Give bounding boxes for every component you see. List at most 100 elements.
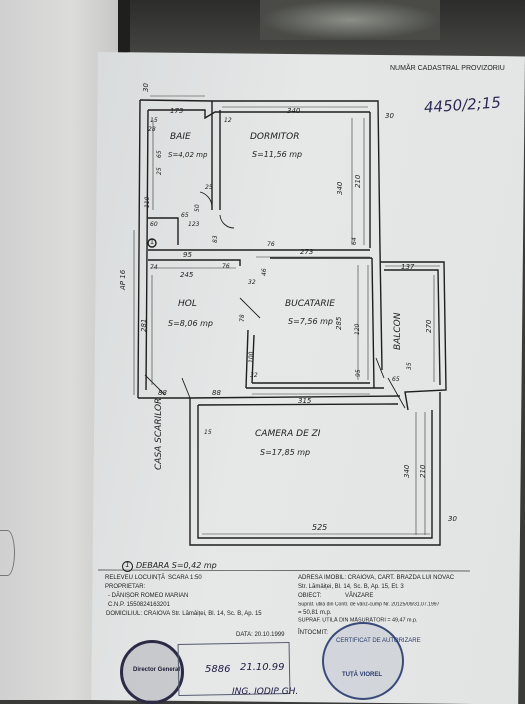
room-area-camera: S=17,85 mp bbox=[260, 448, 311, 457]
measured-area: SUPRAF. UTILĂ DIN MĂSURĂTORI = 49,47 m.p… bbox=[298, 618, 418, 624]
outer-wall bbox=[139, 99, 383, 371]
dim-label: 65 bbox=[156, 150, 163, 158]
dim-label: AP 16 bbox=[119, 269, 127, 290]
dim-label: 245 bbox=[180, 271, 194, 279]
inner-wall bbox=[148, 109, 370, 120]
dim-label: 315 bbox=[298, 397, 312, 405]
stamp-number: 5886 bbox=[205, 664, 231, 675]
hol-top-wall bbox=[148, 259, 241, 266]
debara-legend: DEBARA S=0,42 mp bbox=[136, 561, 217, 570]
dim-label: 30 bbox=[385, 112, 394, 120]
dim-label: 210 bbox=[354, 174, 362, 188]
room-area-bucatarie: S=7,56 mp bbox=[288, 317, 334, 326]
dim-label: 340 bbox=[403, 464, 411, 478]
dim-label: 46 bbox=[261, 268, 268, 276]
left-wall bbox=[137, 99, 141, 399]
debara-legend-marker: 1 bbox=[122, 561, 133, 572]
dim-label: 15 bbox=[150, 117, 158, 124]
door-arc-balcony bbox=[387, 377, 406, 409]
dim-label: 25 bbox=[205, 184, 213, 191]
dim-label: 78 bbox=[239, 314, 246, 322]
dim-label: 83 bbox=[212, 235, 219, 243]
owner-cnp: C.N.P. 1550824163201 bbox=[108, 602, 170, 608]
dim-label: 88 bbox=[212, 389, 221, 397]
room-name-baie: BAIE bbox=[170, 132, 191, 142]
debara-outline bbox=[148, 217, 179, 245]
property-street: Str. Lămâiței, Bl. 14, Sc. B, Ap. 15, Et… bbox=[298, 584, 404, 590]
dim-label: 25 bbox=[156, 167, 163, 175]
dim-label: 210 bbox=[419, 464, 427, 478]
door-arc-living bbox=[181, 377, 191, 399]
room-area-baie: S=4,02 mp bbox=[168, 151, 208, 159]
contract-area-value: = 50,81 m.p. bbox=[298, 610, 332, 616]
dim-label: 35 bbox=[406, 362, 413, 370]
owner-address: DOMICILIUL: CRAIOVA Str. Lămâiței, Bl. 1… bbox=[106, 611, 262, 617]
door-arc-kitchen bbox=[375, 357, 385, 379]
door-arc-bath bbox=[199, 191, 213, 207]
object-label: OBIECT: bbox=[298, 593, 322, 599]
dim-label: 285 bbox=[335, 316, 343, 330]
dim-label: 95 bbox=[355, 369, 362, 377]
dim-label: 88 bbox=[158, 389, 167, 397]
dim-label: 30 bbox=[142, 83, 150, 92]
official-seal-right: CERTIFICAT DE AUTORIZARE TUȚĂ VIOREL bbox=[322, 622, 421, 700]
room-area-hol: S=8,06 mp bbox=[168, 319, 214, 328]
door-arc-entrance bbox=[144, 374, 166, 396]
dim-label: 137 bbox=[401, 263, 415, 271]
property-address: ADRESA IMOBIL: CRAIOVA, CART. BRAZDA LUI… bbox=[298, 575, 455, 581]
dim-label: 60 bbox=[150, 221, 158, 228]
seal-left-text: Director General bbox=[133, 667, 181, 673]
intocmit-label: ÎNTOCMIT: bbox=[298, 630, 328, 636]
room-name-balcon: BALCON bbox=[393, 312, 403, 350]
dim-label: 65 bbox=[392, 376, 400, 383]
dim-label: 15 bbox=[204, 429, 212, 436]
dim-label: 65 bbox=[181, 212, 189, 219]
dim-label: 64 bbox=[351, 237, 358, 245]
kitchen-left-wall bbox=[245, 329, 249, 389]
dim-label: 32 bbox=[248, 279, 256, 286]
dim-label: 50 bbox=[194, 204, 201, 212]
dim-label: 281 bbox=[140, 318, 148, 332]
dim-label: 525 bbox=[312, 523, 328, 532]
official-seal-left: Director General bbox=[120, 640, 184, 704]
dim-label: 123 bbox=[188, 221, 200, 228]
signature: ING. IODIP GH. bbox=[232, 687, 299, 697]
dim-label: 173 bbox=[170, 107, 184, 115]
living-top-wall bbox=[189, 395, 401, 399]
debara-marker-circle bbox=[147, 238, 157, 248]
balcony-inner bbox=[384, 269, 441, 386]
footer-separator bbox=[97, 569, 471, 572]
footer-title: RELEVEU LOCUINȚĂ bbox=[105, 575, 166, 581]
room-name-bucatarie: BUCATARIE bbox=[285, 299, 335, 309]
footer-scale: SCARA 1:50 bbox=[168, 575, 202, 581]
owner-label: PROPRIETAR: bbox=[105, 584, 146, 590]
contract-area: Supraf. utilă din Contr. de vânz-cump Nr… bbox=[298, 602, 440, 608]
room-name-camera: CAMERA DE ZI bbox=[255, 429, 321, 439]
object-value: VÂNZARE bbox=[345, 593, 374, 599]
drawing-date: DATA: 20.10.1999 bbox=[236, 632, 285, 638]
dim-label: 340 bbox=[336, 181, 344, 195]
owner-name: - DĂNIȘOR ROMEO MARIAN bbox=[108, 593, 189, 599]
kitchen-right-wall bbox=[371, 257, 375, 389]
dim-label: 110 bbox=[144, 196, 151, 208]
living-room-outline bbox=[189, 392, 441, 546]
room-name-dormitor: DORMITOR bbox=[250, 132, 300, 142]
dim-label: 273 bbox=[300, 248, 314, 256]
room-name-casa-scarilor: CASA SCARILOR bbox=[154, 397, 164, 470]
dim-label: 28 bbox=[148, 126, 156, 133]
stamp-date: 21.10.99 bbox=[240, 662, 285, 673]
debara-marker: 1 bbox=[150, 239, 154, 246]
background-light bbox=[260, 0, 440, 40]
dim-label: 74 bbox=[150, 264, 158, 271]
seal-right-text: TUȚĂ VIOREL bbox=[342, 672, 382, 678]
living-top-inner bbox=[197, 403, 399, 406]
background-seal-edge bbox=[0, 530, 15, 576]
room-area-dormitor: S=11,56 mp bbox=[252, 150, 303, 159]
living-room-inner bbox=[197, 405, 433, 539]
room-name-hol: HOL bbox=[178, 299, 197, 309]
door-arc-hol bbox=[239, 297, 261, 319]
balcony-outline bbox=[380, 261, 447, 411]
cadastral-title: NUMĂR CADASTRAL PROVIZORIU bbox=[390, 65, 505, 72]
dim-label: 12 bbox=[224, 117, 232, 124]
